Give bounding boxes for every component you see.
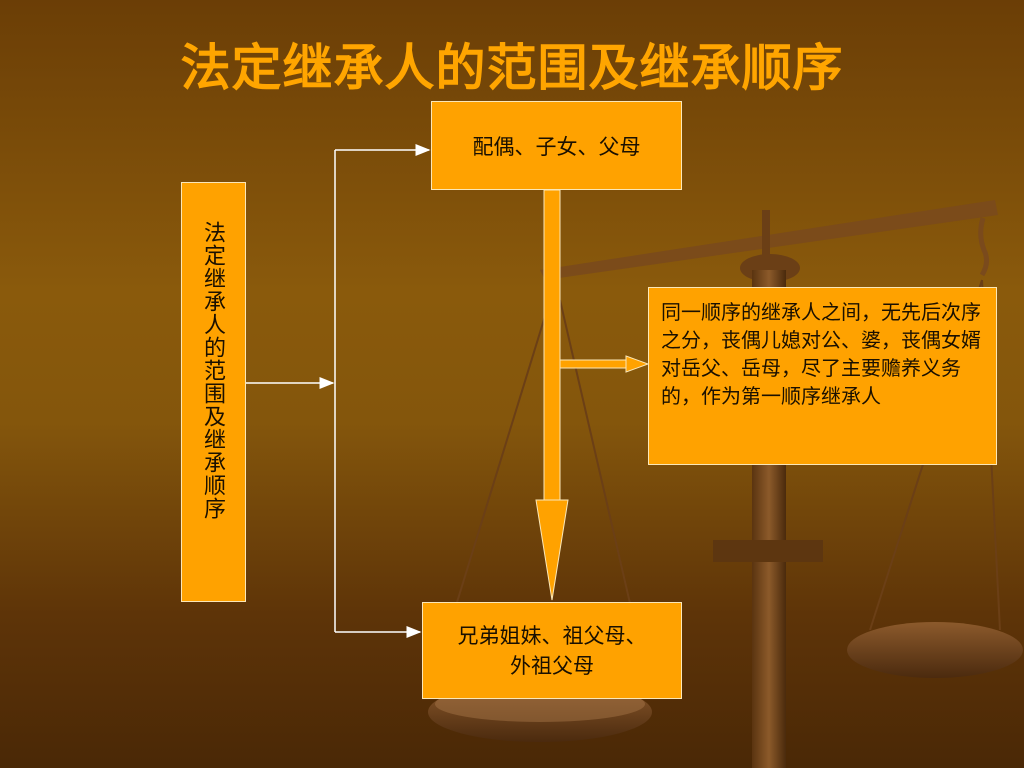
bottom-box-second-order: 兄弟姐妹、祖父母、外祖父母 [422,602,682,699]
arrow-top-to-bottom [535,189,569,601]
arrow-to-right-box [559,355,650,373]
top-box-first-order: 配偶、子女、父母 [431,101,682,190]
right-box-note: 同一顺序的继承人之间，无先后次序之分，丧偶儿媳对公、婆，丧偶女婿对岳父、岳母，尽… [648,287,997,465]
left-box-legal-heirs: 法定继承人的范围及继承顺序 [181,182,246,602]
page-title: 法定继承人的范围及继承顺序 [180,39,844,97]
